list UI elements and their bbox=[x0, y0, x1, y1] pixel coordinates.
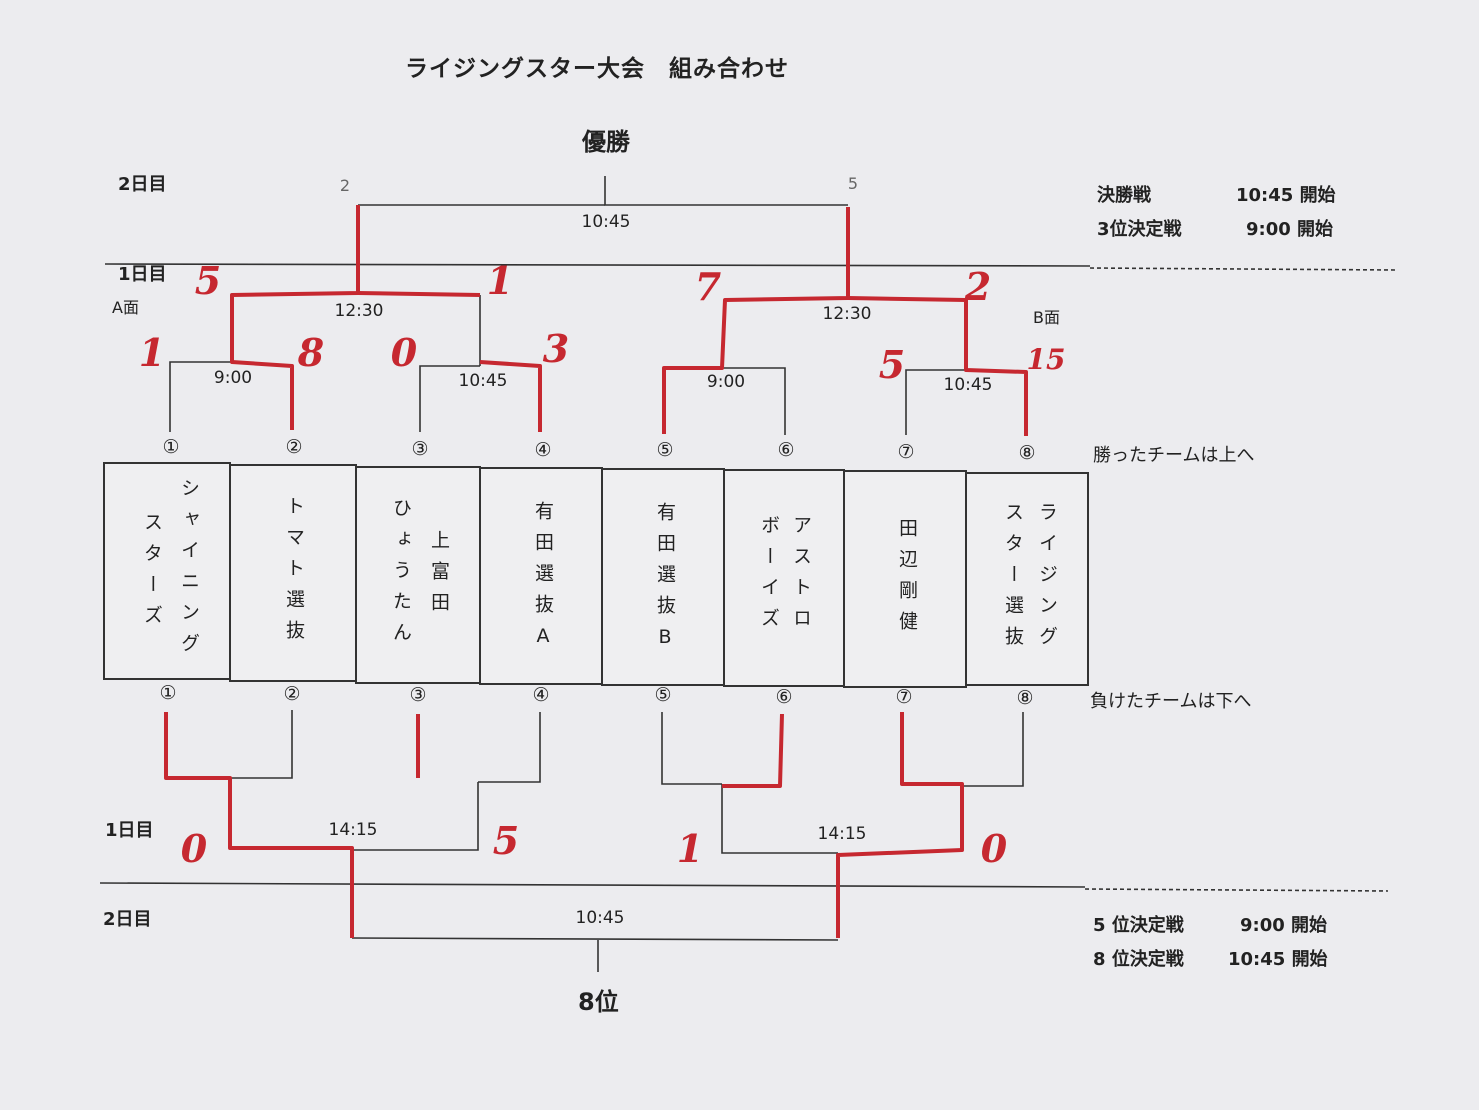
champion-label: 優勝 bbox=[582, 128, 630, 156]
consolation-right-time: 14:15 bbox=[817, 824, 867, 844]
seed-number-top: ⑥ bbox=[777, 439, 795, 461]
seed-number-top: ④ bbox=[534, 439, 552, 461]
score-consolation-right-a: 1 bbox=[676, 826, 704, 871]
consolation-left-time: 14:15 bbox=[328, 820, 378, 840]
team-name-line: ひょうたん bbox=[390, 498, 412, 653]
team-box-8: ライジング スター選抜 bbox=[965, 472, 1089, 686]
score-team-4: 3 bbox=[542, 326, 570, 371]
team-name-line: ライジング bbox=[1036, 502, 1058, 657]
losers-note: 負けたチームは下へ bbox=[1090, 691, 1252, 712]
seed-number-top: ⑧ bbox=[1018, 442, 1036, 464]
score-consolation-right-b: 0 bbox=[980, 826, 1008, 871]
schedule-eighth-label: 8 位決定戦 bbox=[1093, 949, 1184, 970]
seed-number-bottom: ④ bbox=[532, 684, 550, 706]
consolation-final-time: 10:45 bbox=[575, 908, 625, 928]
team-box-7: 田辺剛健 bbox=[843, 470, 967, 688]
team-box-1: シャイニング スターズ bbox=[103, 462, 231, 680]
score-semi-2: 1 bbox=[486, 258, 514, 303]
day2-label-top: 2日目 bbox=[118, 174, 167, 195]
schedule-third-label: 3位決定戦 bbox=[1097, 219, 1182, 240]
team-name-line: スター選抜 bbox=[1002, 502, 1024, 657]
team-name-line: 田辺剛健 bbox=[896, 518, 918, 642]
score-semi-3: 7 bbox=[694, 264, 722, 309]
seed-number-bottom: ① bbox=[159, 682, 177, 704]
page-title: ライジングスター大会 組み合わせ bbox=[405, 56, 789, 82]
score-final-left: 2 bbox=[339, 176, 351, 195]
score-team-8: 15 bbox=[1026, 343, 1066, 376]
seed-number-bottom: ⑦ bbox=[895, 686, 913, 708]
team-name-line: ボーイズ bbox=[758, 515, 780, 639]
score-team-7: 5 bbox=[878, 342, 906, 387]
r1-match3-time: 9:00 bbox=[706, 372, 746, 392]
team-box-2: トマト選抜 bbox=[229, 464, 357, 682]
team-name-line: シャイニング bbox=[178, 478, 200, 664]
seed-number-bottom: ⑥ bbox=[775, 686, 793, 708]
team-name-line: トマト選抜 bbox=[283, 496, 305, 651]
team-box-5: 有田選抜B bbox=[601, 468, 725, 686]
r1-match1-time: 9:00 bbox=[213, 368, 253, 388]
winners-note: 勝ったチームは上へ bbox=[1093, 445, 1255, 466]
score-team-1: 1 bbox=[138, 330, 166, 375]
schedule-final-time: 10:45 開始 bbox=[1236, 185, 1336, 206]
team-box-3: 上富田 ひょうたん bbox=[355, 466, 481, 684]
seed-number-top: ⑦ bbox=[897, 441, 915, 463]
seed-number-top: ② bbox=[285, 436, 303, 458]
team-name-line: 上富田 bbox=[428, 530, 450, 623]
r1-match4-time: 10:45 bbox=[943, 375, 993, 395]
seed-number-bottom: ⑧ bbox=[1016, 687, 1034, 709]
seed-number-bottom: ② bbox=[283, 683, 301, 705]
team-box-4: 有田選抜A bbox=[479, 467, 603, 685]
r1-match2-time: 10:45 bbox=[458, 371, 508, 391]
team-name-line: 有田選抜B bbox=[654, 502, 676, 660]
team-name-line: スターズ bbox=[141, 512, 163, 636]
schedule-fifth-label: 5 位決定戦 bbox=[1093, 915, 1184, 936]
seed-number-top: ⑤ bbox=[656, 439, 674, 461]
eighth-place-label: 8位 bbox=[578, 988, 619, 1016]
schedule-third-time: 9:00 開始 bbox=[1246, 219, 1334, 240]
seed-number-top: ③ bbox=[411, 438, 429, 460]
day2-label-bottom: 2日目 bbox=[103, 909, 152, 930]
seed-number-bottom: ③ bbox=[409, 684, 427, 706]
score-consolation-left-b: 5 bbox=[492, 818, 520, 863]
seed-number-top: ① bbox=[162, 436, 180, 458]
schedule-eighth-time: 10:45 開始 bbox=[1228, 949, 1328, 970]
schedule-final-label: 決勝戦 bbox=[1097, 185, 1151, 206]
score-consolation-left-a: 0 bbox=[180, 826, 208, 871]
semi-left-time: 12:30 bbox=[334, 301, 384, 321]
schedule-fifth-time: 9:00 開始 bbox=[1240, 915, 1328, 936]
score-team-3: 0 bbox=[390, 330, 418, 375]
seed-number-bottom: ⑤ bbox=[654, 684, 672, 706]
score-semi-1: 5 bbox=[194, 258, 222, 303]
team-name-line: アストロ bbox=[790, 515, 812, 639]
court-b-label: B面 bbox=[1033, 308, 1060, 327]
score-semi-4: 2 bbox=[964, 264, 992, 309]
day1-label-bottom: 1日目 bbox=[105, 820, 154, 841]
day1-label-top: 1日目 bbox=[118, 264, 167, 285]
score-team-2: 8 bbox=[297, 330, 325, 375]
court-a-label: A面 bbox=[112, 298, 139, 317]
final-time: 10:45 bbox=[581, 212, 631, 232]
score-final-right: 5 bbox=[847, 174, 859, 193]
team-box-6: アストロ ボーイズ bbox=[723, 469, 845, 687]
team-name-line: 有田選抜A bbox=[532, 501, 554, 659]
semi-right-time: 12:30 bbox=[822, 304, 872, 324]
